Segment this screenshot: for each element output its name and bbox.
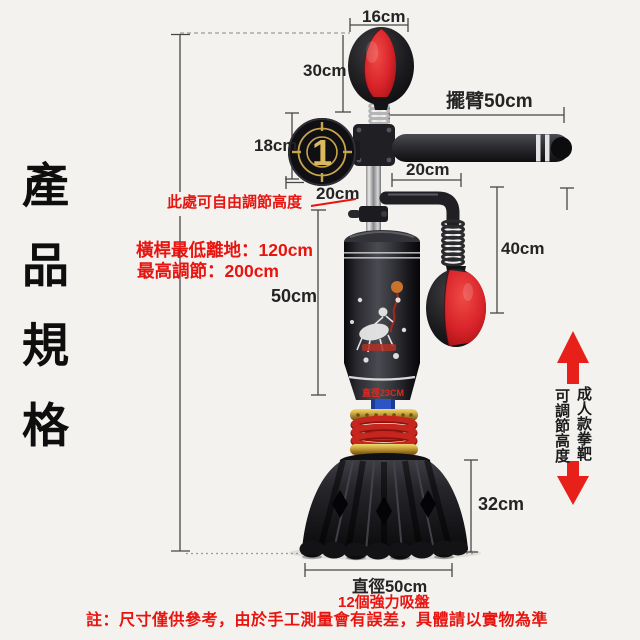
label-base-height: 32cm — [478, 494, 525, 514]
product-illustration: 1 — [288, 27, 572, 561]
red-spring — [350, 415, 418, 450]
label-adjustable-height: 可調節高度 — [553, 388, 570, 463]
label-adult-target: 成人款拳靶 — [575, 386, 592, 461]
arm-end-cap — [551, 137, 572, 159]
suction-cups — [299, 540, 468, 560]
label-ball-height: 30cm — [303, 61, 347, 80]
tank-orange-dot — [391, 281, 403, 293]
title-char: 格 — [22, 399, 69, 452]
base-diamond-cutouts — [332, 490, 436, 526]
side-spring — [441, 219, 465, 267]
side-tube — [379, 191, 460, 229]
tank-taper — [344, 363, 420, 400]
label-free-adjust: 此處可自由調節高度 — [167, 194, 303, 211]
label-disc-diameter: 18cm — [254, 136, 298, 155]
label-hang-height: 40cm — [501, 239, 545, 258]
title-char: 產 — [22, 159, 69, 212]
tank-stripe — [344, 257, 420, 259]
target-disc: 1 — [288, 118, 356, 186]
label-swing-arm: 擺臂50cm — [446, 91, 533, 112]
pole-clamp — [348, 206, 388, 222]
tank-red-band — [362, 344, 396, 351]
title-char: 品 — [22, 239, 69, 292]
base — [299, 453, 468, 561]
label-ball-width: 16cm — [362, 7, 406, 26]
pole — [366, 158, 381, 248]
label-suction-cups: 12個強力吸盤 — [338, 594, 430, 611]
title-char: 規 — [22, 319, 69, 372]
label-bar-max-height: 最高調節：200cm — [137, 261, 279, 281]
label-disc-offset: 20cm — [316, 184, 360, 203]
arm-stripe — [545, 134, 550, 162]
label-base-diameter: 直徑50cm — [352, 578, 428, 596]
top-speed-ball — [348, 27, 414, 110]
label-tank-height: 50cm — [271, 286, 318, 306]
hanging-speed-ball — [426, 266, 486, 347]
arm-stripe — [536, 134, 541, 162]
tank-diameter-label: 直徑23CM — [362, 387, 404, 398]
arm-hub — [353, 124, 395, 166]
page-title: 產 品 規 格 — [22, 162, 69, 449]
footnote: 註：尺寸僅供參考，由於手工測量會有誤差，具體請以實物為準 — [86, 612, 549, 629]
arrow-down-icon — [557, 461, 589, 505]
adjust-pointer-line — [310, 198, 357, 207]
ball-neck — [372, 97, 390, 110]
arrow-up-icon — [557, 331, 589, 384]
label-arm-offset: 20cm — [406, 160, 450, 179]
label-bar-min-height: 橫桿最低離地：120cm — [136, 240, 313, 260]
tank-stripe — [344, 252, 420, 254]
tank: 直徑23CM — [344, 230, 420, 400]
gold-ring-bottom — [350, 444, 418, 455]
disc-number: 1 — [312, 132, 332, 173]
spring-assembly — [350, 399, 418, 455]
taper-stripe — [348, 375, 416, 381]
